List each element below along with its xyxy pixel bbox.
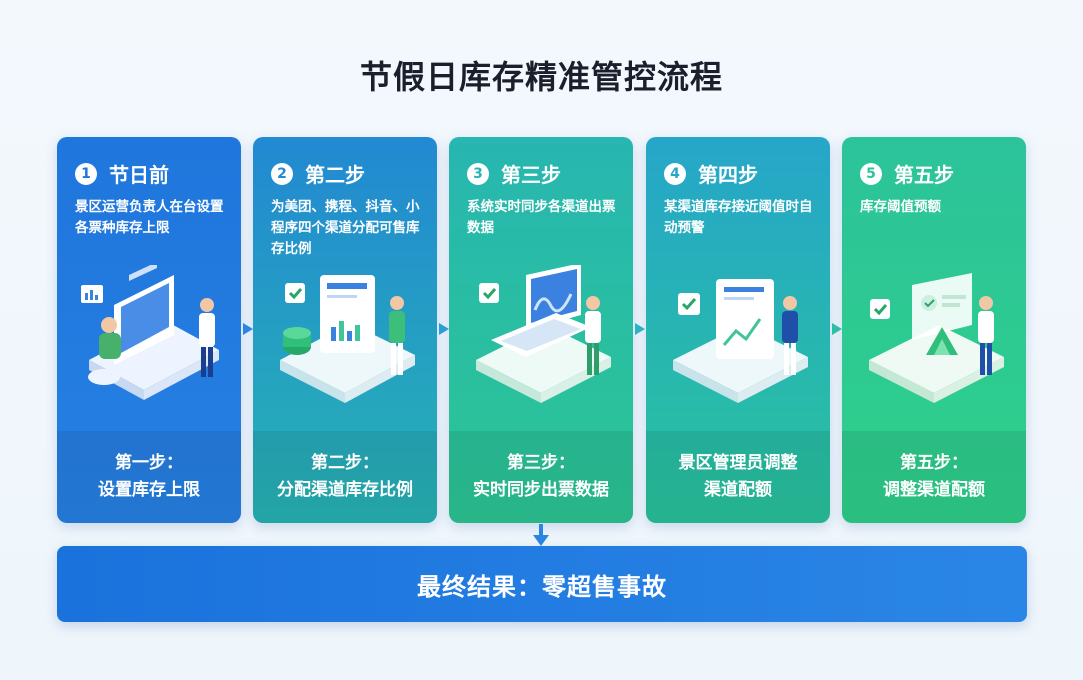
step-footer-line2: 实时同步出票数据	[473, 480, 609, 500]
step-card-3: 3 第三步 系统实时同步各渠道出票数据 第三步： 实时同步出票数据	[449, 137, 633, 523]
step-number: 1	[75, 162, 97, 185]
step-footer-line2: 渠道配额	[704, 480, 772, 500]
admin-computer-illustration	[81, 265, 219, 400]
step-header: 5 第五步	[860, 159, 954, 188]
final-result-text: 最终结果：零超售事故	[417, 572, 667, 601]
step-description: 为美团、携程、抖音、小程序四个渠道分配可售库存比例	[271, 199, 420, 257]
step-card-2: 2 第二步 为美团、携程、抖音、小程序四个渠道分配可售库存比例	[253, 137, 437, 523]
final-result-banner: 最终结果：零超售事故	[57, 546, 1027, 622]
step-label: 第二步	[305, 163, 365, 187]
page-title: 节假日库存精准管控流程	[359, 58, 723, 96]
step-footer-line2: 设置库存上限	[98, 480, 200, 500]
threshold-alert-illustration	[673, 279, 808, 403]
step-header: 2 第二步	[271, 159, 365, 188]
step-footer-line1: 第三步：	[507, 453, 575, 473]
step-number: 5	[860, 162, 882, 185]
step-label: 节日前	[109, 163, 169, 187]
laptop-sync-illustration	[476, 265, 611, 403]
channel-allocation-illustration	[280, 275, 415, 403]
step-footer: 第三步： 实时同步出票数据	[449, 431, 633, 523]
arrow-down-icon	[533, 524, 549, 546]
step-footer-line1: 第一步：	[115, 453, 183, 473]
arrow-right-icon	[439, 323, 449, 335]
step-description: 景区运营负责人在台设置各票种库存上限	[75, 199, 224, 236]
quota-adjust-illustration	[869, 273, 1004, 403]
step-label: 第五步	[894, 163, 954, 187]
arrow-right-icon	[243, 323, 253, 335]
step-footer-line1: 景区管理员调整	[678, 453, 798, 473]
step-header: 4 第四步	[664, 159, 758, 188]
step-header: 1 节日前	[75, 159, 169, 188]
step-footer: 第五步： 调整渠道配额	[842, 431, 1026, 523]
step-card-1: 1 节日前 景区运营负责人在台设置各票种库存上限 第一步：	[57, 137, 241, 523]
arrow-right-icon	[635, 323, 645, 335]
step-footer-line1: 第二步：	[311, 453, 379, 473]
step-number: 2	[271, 162, 293, 185]
step-number: 3	[467, 162, 489, 185]
step-header: 3 第三步	[467, 159, 561, 188]
step-footer-line2: 调整渠道配额	[883, 480, 985, 500]
step-card-4: 4 第四步 某渠道库存接近阈值时自动预警 景区管理员调整 渠道配额	[646, 137, 830, 523]
step-footer: 第二步： 分配渠道库存比例	[253, 431, 437, 523]
step-number: 4	[664, 162, 686, 185]
step-description: 库存阈值预额	[860, 199, 941, 215]
step-description: 某渠道库存接近阈值时自动预警	[664, 199, 813, 236]
step-label: 第四步	[698, 163, 758, 187]
step-footer-line2: 分配渠道库存比例	[277, 480, 413, 500]
step-card-5: 5 第五步 库存阈值预额 第五步： 调整渠道配额	[842, 137, 1026, 523]
step-footer-line1: 第五步：	[900, 453, 968, 473]
step-footer: 第一步： 设置库存上限	[57, 431, 241, 523]
process-steps: 1 节日前 景区运营负责人在台设置各票种库存上限 第一步：	[57, 137, 1027, 523]
arrow-right-icon	[832, 323, 842, 335]
step-footer: 景区管理员调整 渠道配额	[646, 431, 830, 523]
step-description: 系统实时同步各渠道出票数据	[467, 199, 616, 236]
step-label: 第三步	[501, 163, 561, 187]
